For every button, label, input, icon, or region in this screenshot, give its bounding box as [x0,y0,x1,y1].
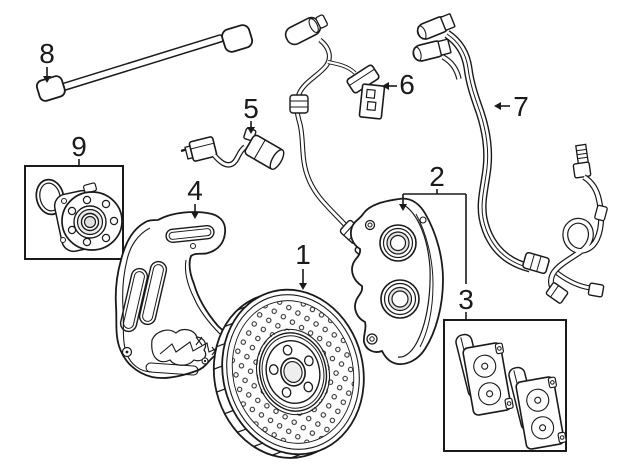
svg-text:2: 2 [429,161,445,192]
arrow-4 [191,212,199,219]
callout-8[interactable]: 8 [39,38,55,69]
arrow-8 [43,76,51,83]
part-brake-caliper [349,197,444,365]
brake-hose [545,143,608,304]
callout-9[interactable]: 9 [71,131,87,162]
rod-left-cap [35,75,66,102]
part-speed-sensor [180,127,285,170]
callout-4[interactable]: 4 [187,175,203,206]
svg-text:1: 1 [295,239,311,270]
svg-text:6: 6 [399,69,415,100]
callout-6[interactable]: 6 [399,69,415,100]
svg-text:3: 3 [458,284,474,315]
arrow-2 [399,204,407,211]
pad-front-right [515,376,567,450]
part-brake-rotor [212,288,365,459]
sensor-connector [188,136,218,162]
svg-text:8: 8 [39,38,55,69]
part-wiring-harness [412,13,608,304]
shield-slots [119,260,168,333]
arrow-6 [382,82,389,90]
svg-text:9: 9 [71,131,87,162]
callout-2[interactable]: 2 [429,161,445,192]
callout-7[interactable]: 7 [513,91,529,122]
arrow-5 [247,127,255,134]
svg-text:5: 5 [243,93,259,124]
callout-1[interactable]: 1 [295,239,311,270]
part-brake-pad-set [443,319,567,452]
callout-3[interactable]: 3 [458,284,474,315]
callouts: 1 2 3 4 5 6 7 8 9 [39,38,529,315]
arrow-1 [299,283,307,290]
rod-right-cap [221,24,254,53]
leader-lines [43,67,510,320]
svg-text:4: 4 [187,175,203,206]
rotor-vent-slots [213,295,302,458]
part-sensor-rod [35,24,254,102]
sensor-body [244,134,285,170]
callout-5[interactable]: 5 [243,93,259,124]
rotor-drilled-band [232,300,354,444]
svg-text:7: 7 [513,91,529,122]
part-hub-bearing-box [24,165,124,260]
arrow-7 [494,102,501,110]
part-splash-shield [114,211,244,379]
pad-front-left [462,342,514,416]
rotor-lug-holes [268,344,314,398]
